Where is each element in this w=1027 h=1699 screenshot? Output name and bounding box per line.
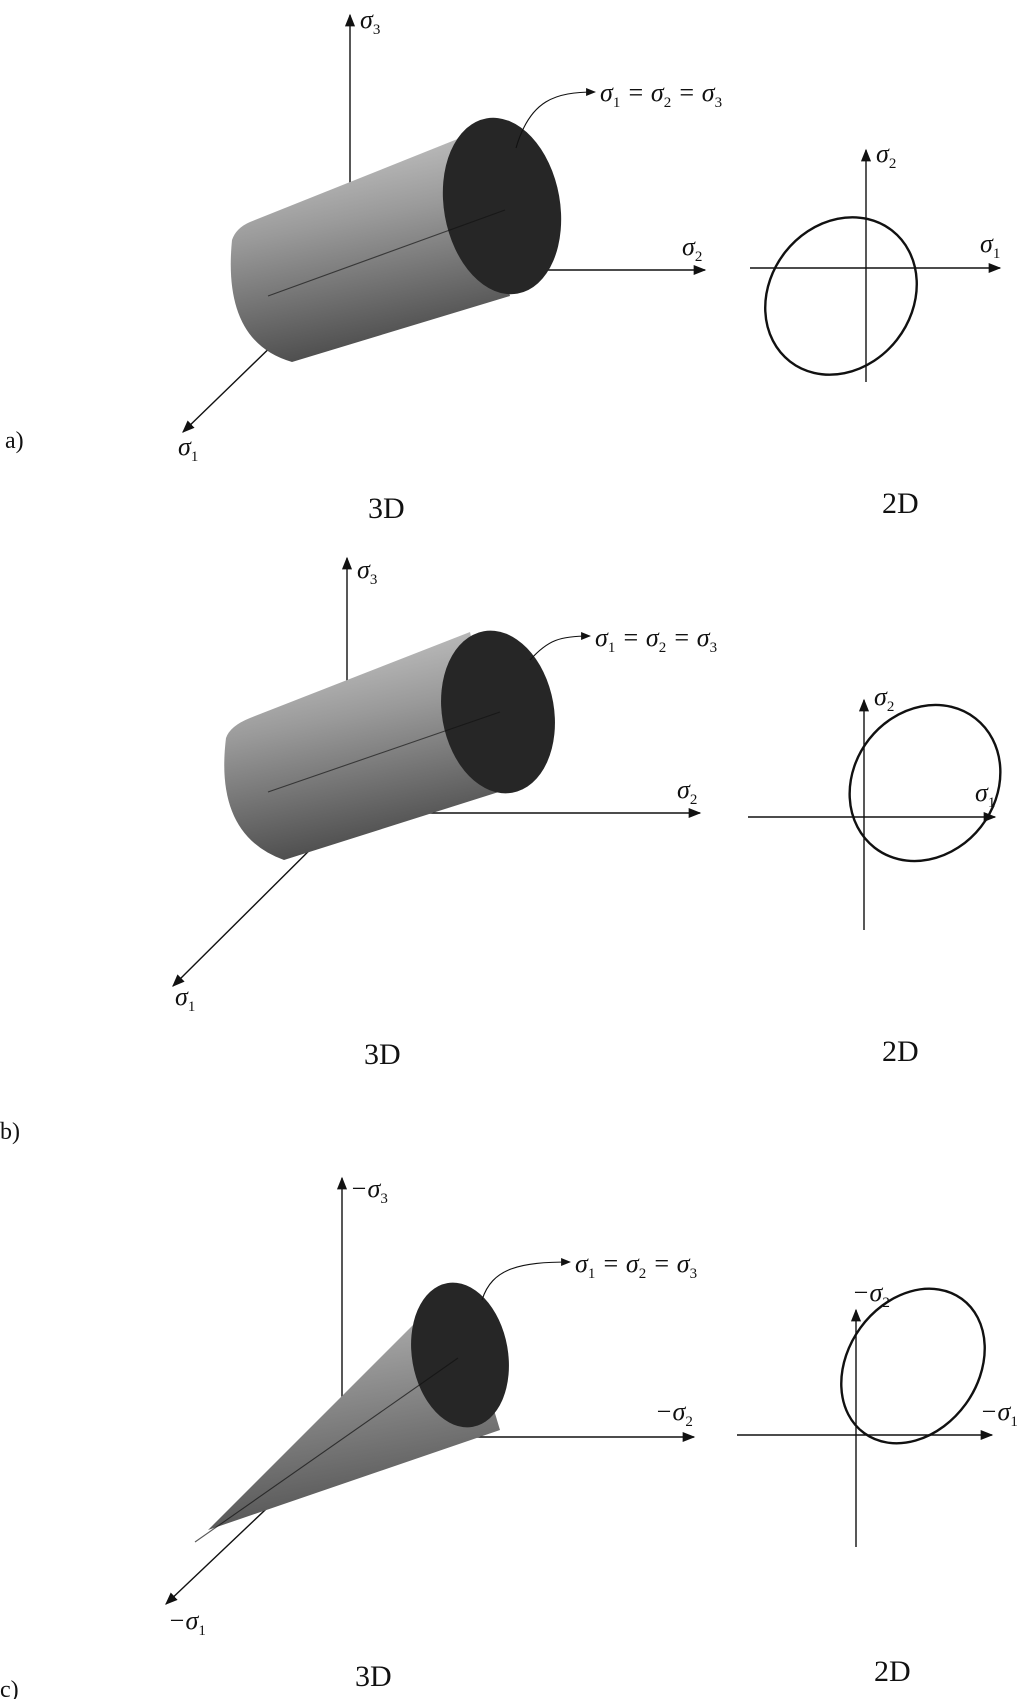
plot-2d: σ1 σ2 [750,139,1002,382]
hydrostatic-axis [194,1357,459,1543]
axis-diagonal-label: −σ1 [168,1606,206,1639]
axis-right-label: σ2 [682,232,702,265]
axis-up-label: σ3 [360,5,380,38]
hydro-pointer-arrow [515,88,596,149]
axis-right-label: −σ2 [655,1397,693,1430]
panel-b: σ1 = σ2 = σ3 σ3 σ2 σ1 σ1 σ2 b) 3D 2D [0,555,1002,1145]
cone-end-cap [411,1282,509,1428]
axis-right-label: σ2 [677,775,697,808]
axis-up-label: σ3 [357,555,377,588]
caption-2d: 2D [882,487,919,520]
panel-letter: a) [5,428,24,454]
panel-a: σ1 = σ2 = σ3 σ3 σ2 σ1 σ1 σ2 a) 3D 2D [5,5,1002,525]
cylinder-surface [224,630,555,860]
cylinder-body [230,136,510,362]
caption-2d: 2D [874,1655,911,1688]
yield-ellipse [764,216,918,376]
cylinder-end-cap [442,117,562,295]
cylinder-body [224,632,505,860]
caption-2d: 2D [882,1035,919,1068]
cylinder-surface [230,117,562,362]
yield-ellipse [848,703,1002,863]
axis-2d-x-label: σ1 [980,229,1000,262]
cylinder-end-cap [441,630,555,794]
axis-diagonal-label: σ1 [178,432,198,465]
hydro-label: σ1 = σ2 = σ3 [600,78,722,111]
axis-2d-y-label: −σ2 [852,1278,890,1311]
hydro-label: σ1 = σ2 = σ3 [575,1249,697,1282]
hydrostatic-axis-hidden [267,209,506,297]
cone-surface [194,1282,509,1543]
axis-2d-x-label: σ1 [975,778,995,811]
panel-c: σ1 = σ2 = σ3 −σ3 −σ2 −σ1 −σ1 −σ2 c) 3D 2… [0,1174,1018,1699]
caption-3d: 3D [364,1038,401,1071]
axis-up-label: −σ3 [350,1174,388,1207]
axis-diagonal-label: σ1 [175,982,195,1015]
panel-letter: c) [0,1677,19,1699]
hydro-pointer-arrow [481,1258,571,1301]
plot-2d: −σ1 −σ2 [737,1278,1018,1547]
hydro-pointer-arrow [529,632,591,661]
yield-ellipse [840,1287,986,1445]
hydro-label: σ1 = σ2 = σ3 [595,623,717,656]
axis-2d-y-label: σ2 [876,139,896,172]
hydrostatic-axis-hidden [267,711,501,793]
caption-3d: 3D [355,1660,392,1693]
panel-letter: b) [0,1119,20,1145]
axis-2d-x-label: −σ1 [980,1397,1018,1430]
axis-2d-y-label: σ2 [874,682,894,715]
plot-2d: σ1 σ2 [748,682,1002,930]
caption-3d: 3D [368,492,405,525]
